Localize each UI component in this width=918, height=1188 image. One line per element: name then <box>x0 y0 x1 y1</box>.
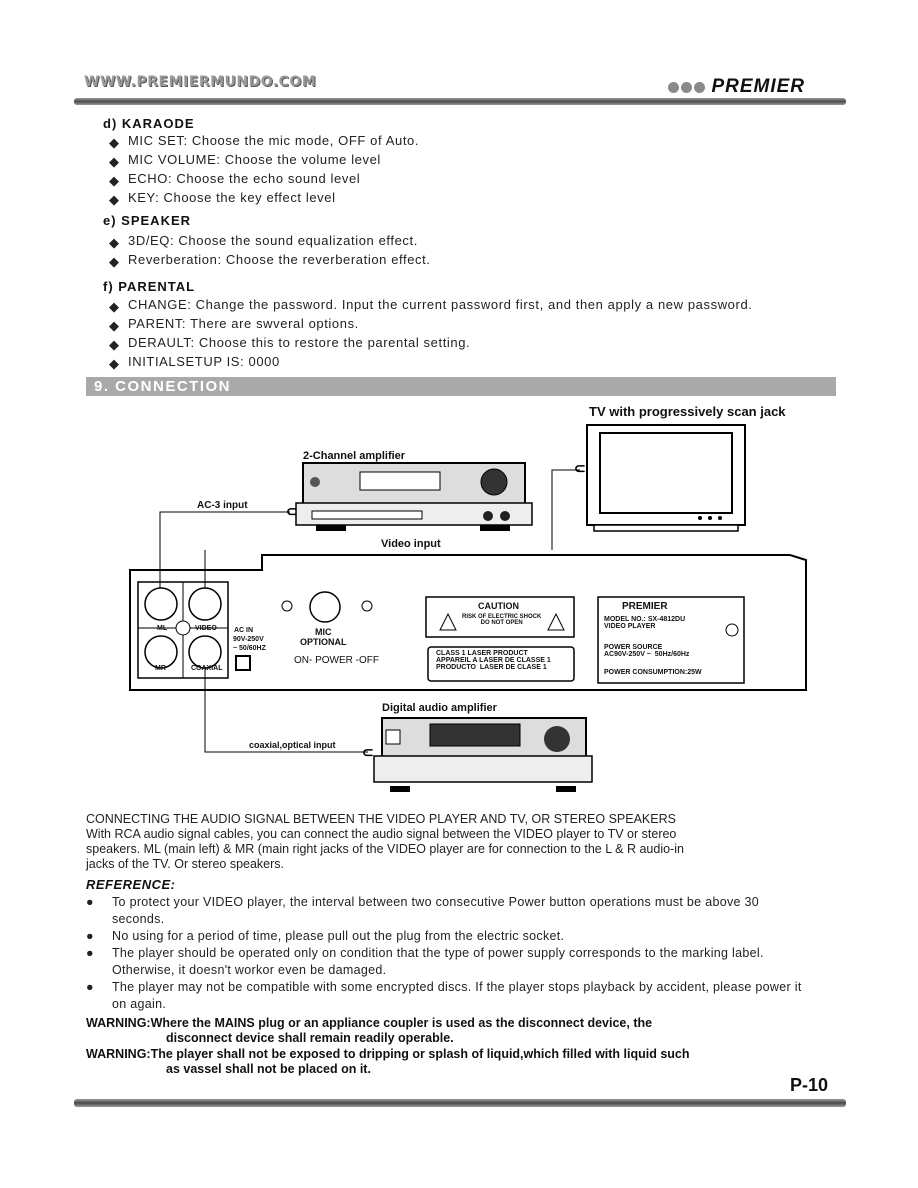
bullet-icon: ● <box>86 895 94 909</box>
video-jack-label: VIDEO <box>195 625 217 632</box>
svg-text:⊂: ⊂ <box>574 460 586 476</box>
amplifier-label: 2-Channel amplifier <box>303 450 406 462</box>
mr-label: MR <box>155 665 166 672</box>
list-item: ◆ECHO: Choose the echo sound level <box>109 171 361 188</box>
svg-text:⊂: ⊂ <box>286 503 298 519</box>
bullet-icon: ● <box>86 980 94 994</box>
power-consumption: POWER CONSUMPTION:25W <box>604 669 702 676</box>
header-divider <box>74 98 846 105</box>
warning-label: WARNING: <box>86 1047 151 1061</box>
diamond-bullet-icon: ◆ <box>109 337 120 352</box>
reference-list: ●To protect your VIDEO player, the inter… <box>86 894 806 1013</box>
list-item: ●No using for a period of time, please p… <box>86 929 565 943</box>
ac-frequency-label: ~ 50/60HZ <box>233 645 266 652</box>
power-source: POWER SOURCE AC90V-250V ~ 50Hz/60Hz <box>604 644 690 658</box>
rating-plate <box>597 596 745 684</box>
warning-label: WARNING: <box>86 1016 151 1030</box>
ml-label: ML <box>157 625 168 632</box>
footer-divider <box>74 1099 846 1107</box>
svg-text:⊂: ⊂ <box>362 744 374 760</box>
bullet-icon: ● <box>86 929 94 943</box>
parental-title: f) PARENTAL <box>103 279 196 294</box>
list-item: ◆PARENT: There are swveral options. <box>109 316 359 333</box>
list-item: ◆MIC SET: Choose the mic mode, OFF of Au… <box>109 133 420 150</box>
diamond-bullet-icon: ◆ <box>109 154 120 169</box>
diamond-bullet-icon: ◆ <box>109 192 120 207</box>
parental-list: ◆CHANGE: Change the password. Input the … <box>106 297 753 373</box>
diamond-bullet-icon: ◆ <box>109 235 120 250</box>
warning-liquid: WARNING:The player shall not be exposed … <box>86 1047 690 1076</box>
exclamation-warning-icon <box>547 612 565 631</box>
diamond-bullet-icon: ◆ <box>109 173 120 188</box>
bullet-icon: ● <box>86 946 94 960</box>
diamond-bullet-icon: ◆ <box>109 318 120 333</box>
power-socket-icon <box>235 655 251 671</box>
brand-logo: PREMIER <box>668 76 805 98</box>
model-number: MODEL NO.: SX-4812DU VIDEO PLAYER <box>604 616 686 630</box>
tv-icon <box>586 424 746 532</box>
list-item: ◆Reverberation: Choose the reverberation… <box>109 252 431 269</box>
page-number: P-10 <box>790 1075 829 1095</box>
laser-class-text: CLASS 1 LASER PRODUCT APPAREIL A LASER D… <box>436 650 551 671</box>
caution-subtext: RISK OF ELECTRIC SHOCK DO NOT OPEN <box>462 614 542 626</box>
diamond-bullet-icon: ◆ <box>109 299 120 314</box>
connecting-heading: CONNECTING THE AUDIO SIGNAL BETWEEN THE … <box>86 812 676 826</box>
list-item: ●To protect your VIDEO player, the inter… <box>86 895 760 926</box>
list-item: ◆3D/EQ: Choose the sound equalization ef… <box>109 233 418 250</box>
text-line: With RCA audio signal cables, you can co… <box>86 827 677 841</box>
list-item: ◆CHANGE: Change the password. Input the … <box>109 297 753 314</box>
caution-title: CAUTION <box>478 601 519 611</box>
ac-range-label: 90V-250V <box>233 636 264 643</box>
list-item: ◆KEY: Choose the key effect level <box>109 190 336 207</box>
diamond-bullet-icon: ◆ <box>109 356 120 371</box>
amplifier-icon <box>295 462 533 531</box>
coaxial-label: COAXIAL <box>191 665 223 672</box>
ac-in-label: AC IN <box>234 627 254 634</box>
speaker-title: e) SPEAKER <box>103 213 192 228</box>
digital-amplifier-label: Digital audio amplifier <box>382 702 497 714</box>
power-switch-label: ON- POWER -OFF <box>294 655 379 666</box>
list-item: ◆INITIALSETUP IS: 0000 <box>109 354 280 371</box>
video-input-label: Video input <box>381 538 441 550</box>
ac3-input-label: AC-3 input <box>197 500 248 511</box>
plate-brand: PREMIER <box>622 601 668 612</box>
diamond-bullet-icon: ◆ <box>109 254 120 269</box>
tv-label: TV with progressively scan jack <box>589 404 786 419</box>
lightning-warning-icon <box>439 612 457 631</box>
karaoke-list: ◆MIC SET: Choose the mic mode, OFF of Au… <box>106 133 419 209</box>
mic-jack <box>309 591 341 623</box>
text-line: jacks of the TV. Or stereo speakers. <box>86 857 285 871</box>
list-item: ●The player may not be compatible with s… <box>86 980 802 1011</box>
list-item: ●The player should be operated only on c… <box>86 946 764 977</box>
brand-name: PREMIER <box>711 76 806 97</box>
website-url: WWW.PREMIERMUNDO.COM <box>84 74 317 90</box>
digital-amplifier-icon <box>373 717 593 792</box>
reference-title: REFERENCE: <box>86 877 176 892</box>
section-header: 9. CONNECTION <box>86 377 836 396</box>
coaxial-input-label: coaxial,optical input <box>249 740 336 750</box>
warning-mains: WARNING:Where the MAINS plug or an appli… <box>86 1016 653 1045</box>
list-item: ◆DERAULT: Choose this to restore the par… <box>109 335 471 352</box>
list-item: ◆MIC VOLUME: Choose the volume level <box>109 152 381 169</box>
karaoke-title: d) KARAODE <box>103 116 195 131</box>
diamond-bullet-icon: ◆ <box>109 135 120 150</box>
mic-optional-label: MIC OPTIONAL <box>300 627 347 647</box>
connecting-paragraph: CONNECTING THE AUDIO SIGNAL BETWEEN THE … <box>86 812 806 872</box>
section-title: 9. CONNECTION <box>94 378 232 395</box>
cables <box>159 469 580 753</box>
speaker-list: ◆3D/EQ: Choose the sound equalization ef… <box>106 233 431 271</box>
logo-dots-icon <box>668 78 707 95</box>
text-line: speakers. ML (main left) & MR (main righ… <box>86 842 684 856</box>
